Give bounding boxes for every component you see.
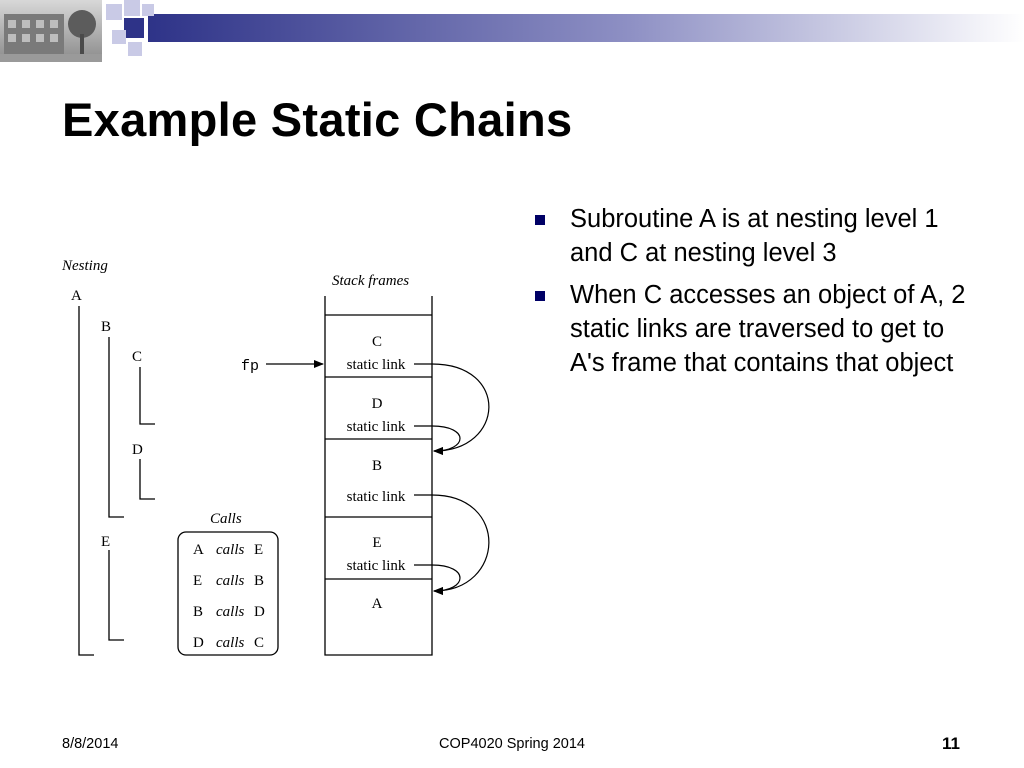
svg-text:C: C — [372, 334, 382, 350]
bullet-text: Subroutine A is at nesting level 1 and C… — [570, 205, 939, 267]
svg-text:A: A — [193, 542, 204, 558]
svg-text:calls: calls — [216, 635, 244, 651]
svg-text:B: B — [372, 458, 382, 474]
decorative-squares — [102, 0, 154, 56]
svg-text:D: D — [254, 604, 265, 620]
static-chain-diagram: Nesting A B C D E Calls A calls E E call… — [61, 258, 490, 656]
svg-text:static link: static link — [347, 558, 406, 574]
fp-label: fp — [241, 358, 259, 375]
calls-label: Calls — [210, 511, 242, 527]
svg-text:static link: static link — [347, 419, 406, 435]
square-bullet-icon — [535, 291, 545, 301]
svg-text:E: E — [254, 542, 263, 558]
stack-frames: Stack frames C static link D static link… — [241, 273, 490, 656]
header-banner — [0, 0, 1024, 62]
call-row: A calls E — [193, 542, 263, 558]
static-link-arrow-c-to-b — [414, 363, 490, 455]
svg-text:A: A — [372, 596, 383, 612]
static-link-arrow-b-to-a — [414, 494, 490, 595]
static-link-arrow-e-to-a — [414, 564, 461, 595]
bullet-item: When C accesses an object of A, 2 static… — [535, 278, 975, 380]
nesting-name-c: C — [132, 349, 142, 365]
bullet-item: Subroutine A is at nesting level 1 and C… — [535, 202, 975, 270]
calls-box: Calls A calls E E calls B B calls D D ca… — [177, 511, 279, 656]
svg-text:calls: calls — [216, 542, 244, 558]
svg-text:D: D — [193, 635, 204, 651]
nesting-name-a: A — [71, 288, 82, 304]
svg-text:B: B — [193, 604, 203, 620]
slide-title: Example Static Chains — [62, 93, 573, 146]
stack-label: Stack frames — [332, 273, 409, 289]
square-bullet-icon — [535, 215, 545, 225]
nesting-name-b: B — [101, 319, 111, 335]
svg-text:B: B — [254, 573, 264, 589]
frame-e: E static link — [347, 535, 406, 574]
svg-text:D: D — [372, 396, 383, 412]
bullet-list: Subroutine A is at nesting level 1 and C… — [535, 202, 975, 388]
frame-c: C static link — [347, 334, 406, 373]
svg-text:calls: calls — [216, 573, 244, 589]
svg-text:C: C — [254, 635, 264, 651]
slide-number: 11 — [942, 734, 960, 753]
call-row: B calls D — [193, 604, 265, 620]
campus-photo — [0, 0, 102, 62]
nesting-label: Nesting — [61, 258, 108, 274]
static-link-arrow-d-to-b — [414, 425, 461, 455]
nesting-name-e: E — [101, 534, 110, 550]
footer-course: COP4020 Spring 2014 — [439, 736, 585, 752]
nesting-tree: Nesting A B C D E — [61, 258, 155, 656]
svg-text:static link: static link — [347, 489, 406, 505]
frame-b: B static link — [347, 458, 406, 505]
frame-d: D static link — [347, 396, 406, 435]
svg-text:static link: static link — [347, 357, 406, 373]
svg-text:calls: calls — [216, 604, 244, 620]
svg-text:E: E — [193, 573, 202, 589]
call-row: E calls B — [193, 573, 264, 589]
svg-text:E: E — [372, 535, 381, 551]
bullet-text: When C accesses an object of A, 2 static… — [570, 281, 966, 377]
frame-a: A — [372, 596, 383, 612]
call-row: D calls C — [193, 635, 264, 651]
footer-date: 8/8/2014 — [62, 736, 119, 752]
nesting-name-d: D — [132, 442, 143, 458]
